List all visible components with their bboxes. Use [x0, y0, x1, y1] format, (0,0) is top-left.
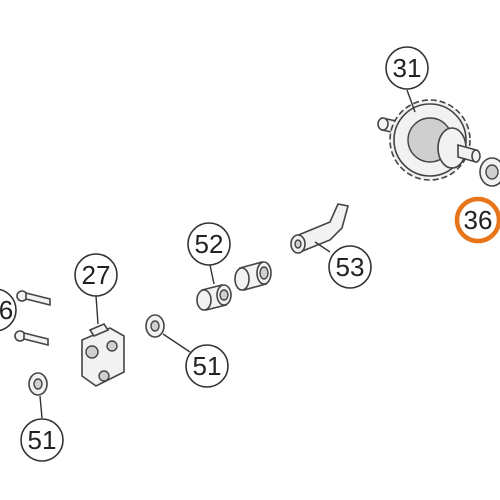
callout-52-label: 52 [195, 229, 224, 259]
washer-right[interactable] [145, 314, 165, 338]
part-27-bracket[interactable] [81, 323, 125, 387]
part-52-bushings[interactable] [196, 260, 272, 311]
callout-53-label: 53 [336, 252, 365, 282]
bolt-lower[interactable] [14, 330, 49, 347]
callout-6-partial[interactable]: 6 [0, 288, 17, 332]
bolt-upper[interactable] [16, 290, 51, 307]
part-31-gear-shaft[interactable] [377, 99, 481, 181]
callout-53[interactable]: 53 [314, 241, 372, 289]
callout-27-label: 27 [82, 260, 111, 290]
callout-31-label: 31 [393, 53, 422, 83]
callout-31[interactable]: 31 [385, 46, 429, 113]
part-53-lever[interactable] [290, 203, 349, 254]
callout-52[interactable]: 52 [187, 222, 231, 285]
callout-51-right-label: 51 [193, 351, 222, 381]
washer-left[interactable] [28, 372, 48, 396]
callout-36-label: 36 [464, 205, 493, 235]
callout-27[interactable]: 27 [74, 253, 118, 325]
callout-51-right[interactable]: 51 [162, 333, 229, 388]
part-36-bushing[interactable] [479, 157, 500, 187]
callout-6-label: 6 [0, 295, 13, 325]
callout-36-highlighted[interactable]: 36 [454, 196, 500, 244]
callout-51-left[interactable]: 51 [20, 395, 64, 462]
callout-51-left-label: 51 [28, 425, 57, 455]
